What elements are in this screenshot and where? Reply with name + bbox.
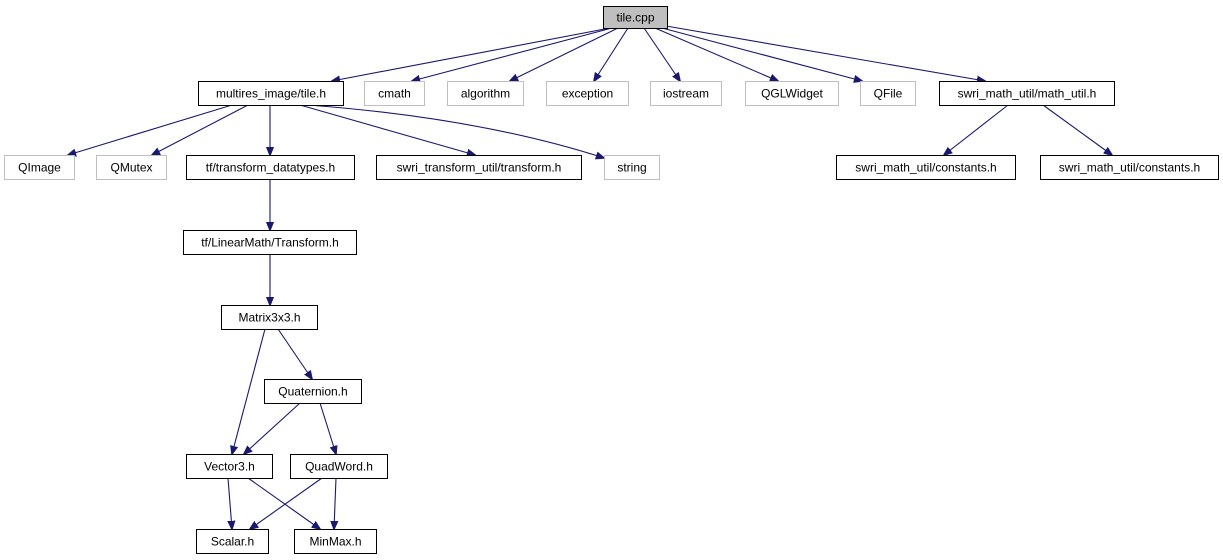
edge-quadword-h-to-scalar-h <box>250 477 323 529</box>
node-box <box>198 81 344 106</box>
node-iostream: iostream <box>650 81 722 106</box>
node-label: algorithm <box>461 87 510 101</box>
node-tf-transform-datatypes-h[interactable]: tf/transform_datatypes.h <box>186 155 355 180</box>
edge-tile-cpp-to-qglwidget <box>654 27 778 81</box>
edge-multires-tile-h-to-qimage <box>68 104 233 155</box>
nodes-layer: tile.cpp multires_image/tile.h cmath algori… <box>4 6 1219 554</box>
node-vector3-h[interactable]: Vector3.h <box>186 454 273 479</box>
node-box <box>364 81 425 106</box>
node-label: cmath <box>378 87 411 101</box>
node-label: swri_math_util/math_util.h <box>958 87 1097 101</box>
node-box <box>186 155 355 180</box>
node-label: MinMax.h <box>309 535 361 549</box>
edge-quaternion-h-to-vector3-h <box>244 402 301 454</box>
node-label: QGLWidget <box>761 87 823 101</box>
node-label: QMutex <box>110 161 152 175</box>
node-qfile: QFile <box>860 81 916 106</box>
node-algorithm: algorithm <box>447 81 524 106</box>
node-label: swri_math_util/constants.h <box>855 161 996 175</box>
edge-matrix3x3-h-to-vector3-h <box>232 328 266 454</box>
node-label: QImage <box>18 161 61 175</box>
node-label: QuadWord.h <box>305 460 373 474</box>
edge-quaternion-h-to-quadword-h <box>319 402 336 454</box>
node-box <box>546 81 629 106</box>
node-qmutex: QMutex <box>96 155 167 180</box>
node-box <box>376 155 582 180</box>
edge-vector3-h-to-scalar-h <box>228 477 232 529</box>
node-quaternion-h[interactable]: Quaternion.h <box>264 379 362 404</box>
node-box <box>294 529 377 554</box>
node-box <box>221 305 318 330</box>
node-box <box>604 155 660 180</box>
node-label: swri_transform_util/transform.h <box>397 161 562 175</box>
node-box <box>860 81 916 106</box>
node-cmath: cmath <box>364 81 425 106</box>
node-box <box>650 81 722 106</box>
node-quadword-h[interactable]: QuadWord.h <box>290 454 388 479</box>
node-label: multires_image/tile.h <box>216 87 326 101</box>
node-box <box>4 155 75 180</box>
edge-tile-cpp-to-iostream <box>643 27 680 81</box>
edge-multires-tile-h-to-qmutex <box>152 104 249 155</box>
node-box <box>603 6 668 29</box>
edge-tile-cpp-to-algorithm <box>510 27 619 81</box>
node-tile-cpp[interactable]: tile.cpp <box>603 6 668 29</box>
node-matrix3x3-h[interactable]: Matrix3x3.h <box>221 305 318 330</box>
node-constants-h-2[interactable]: swri_math_util/constants.h <box>1040 155 1219 180</box>
edge-tile-cpp-to-cmath <box>412 27 613 81</box>
node-label: exception <box>562 87 613 101</box>
node-multires-tile-h[interactable]: multires_image/tile.h <box>198 81 344 106</box>
node-scalar-h[interactable]: Scalar.h <box>196 529 269 554</box>
node-label: Scalar.h <box>211 535 254 549</box>
node-box <box>196 529 269 554</box>
edge-vector3-h-to-minmax-h <box>247 477 320 529</box>
node-label: swri_math_util/constants.h <box>1059 161 1200 175</box>
node-box <box>836 155 1016 180</box>
node-label: string <box>617 161 646 175</box>
node-box <box>745 81 839 106</box>
edge-math-util-h-to-constants-h-1 <box>944 104 1009 155</box>
node-label: tf/LinearMath/Transform.h <box>201 236 339 250</box>
node-label: Quaternion.h <box>278 385 347 399</box>
node-label: QFile <box>874 87 903 101</box>
node-box <box>96 155 167 180</box>
edge-multires-tile-h-to-string <box>307 104 604 158</box>
node-linearmath-transform-h[interactable]: tf/LinearMath/Transform.h <box>183 230 357 255</box>
edge-tile-cpp-to-qfile <box>661 27 862 81</box>
edges-layer <box>68 25 1112 529</box>
node-exception: exception <box>546 81 629 106</box>
node-box <box>183 230 357 255</box>
node-string: string <box>604 155 660 180</box>
node-math-util-h[interactable]: swri_math_util/math_util.h <box>939 81 1115 106</box>
node-qglwidget: QGLWidget <box>745 81 839 106</box>
node-constants-h-1[interactable]: swri_math_util/constants.h <box>836 155 1016 180</box>
node-swri-transform-h[interactable]: swri_transform_util/transform.h <box>376 155 582 180</box>
edge-tile-cpp-to-math-util-h <box>665 25 985 81</box>
node-label: Matrix3x3.h <box>238 311 300 325</box>
node-label: tf/transform_datatypes.h <box>206 161 335 175</box>
node-box <box>186 454 273 479</box>
node-label: tile.cpp <box>616 11 654 25</box>
node-box <box>290 454 388 479</box>
node-label: Vector3.h <box>204 460 255 474</box>
node-qimage: QImage <box>4 155 75 180</box>
edge-quadword-h-to-minmax-h <box>334 477 336 529</box>
node-label: iostream <box>663 87 709 101</box>
node-box <box>939 81 1115 106</box>
node-box <box>447 81 524 106</box>
edge-tile-cpp-to-multires-tile-h <box>332 27 611 81</box>
edge-math-util-h-to-constants-h-2 <box>1042 104 1112 155</box>
node-minmax-h[interactable]: MinMax.h <box>294 529 377 554</box>
edge-matrix3x3-h-to-quaternion-h <box>277 328 312 379</box>
node-box <box>1040 155 1219 180</box>
node-box <box>264 379 362 404</box>
edge-tile-cpp-to-exception <box>594 27 629 81</box>
edge-multires-tile-h-to-swri-transform-h <box>299 104 475 155</box>
